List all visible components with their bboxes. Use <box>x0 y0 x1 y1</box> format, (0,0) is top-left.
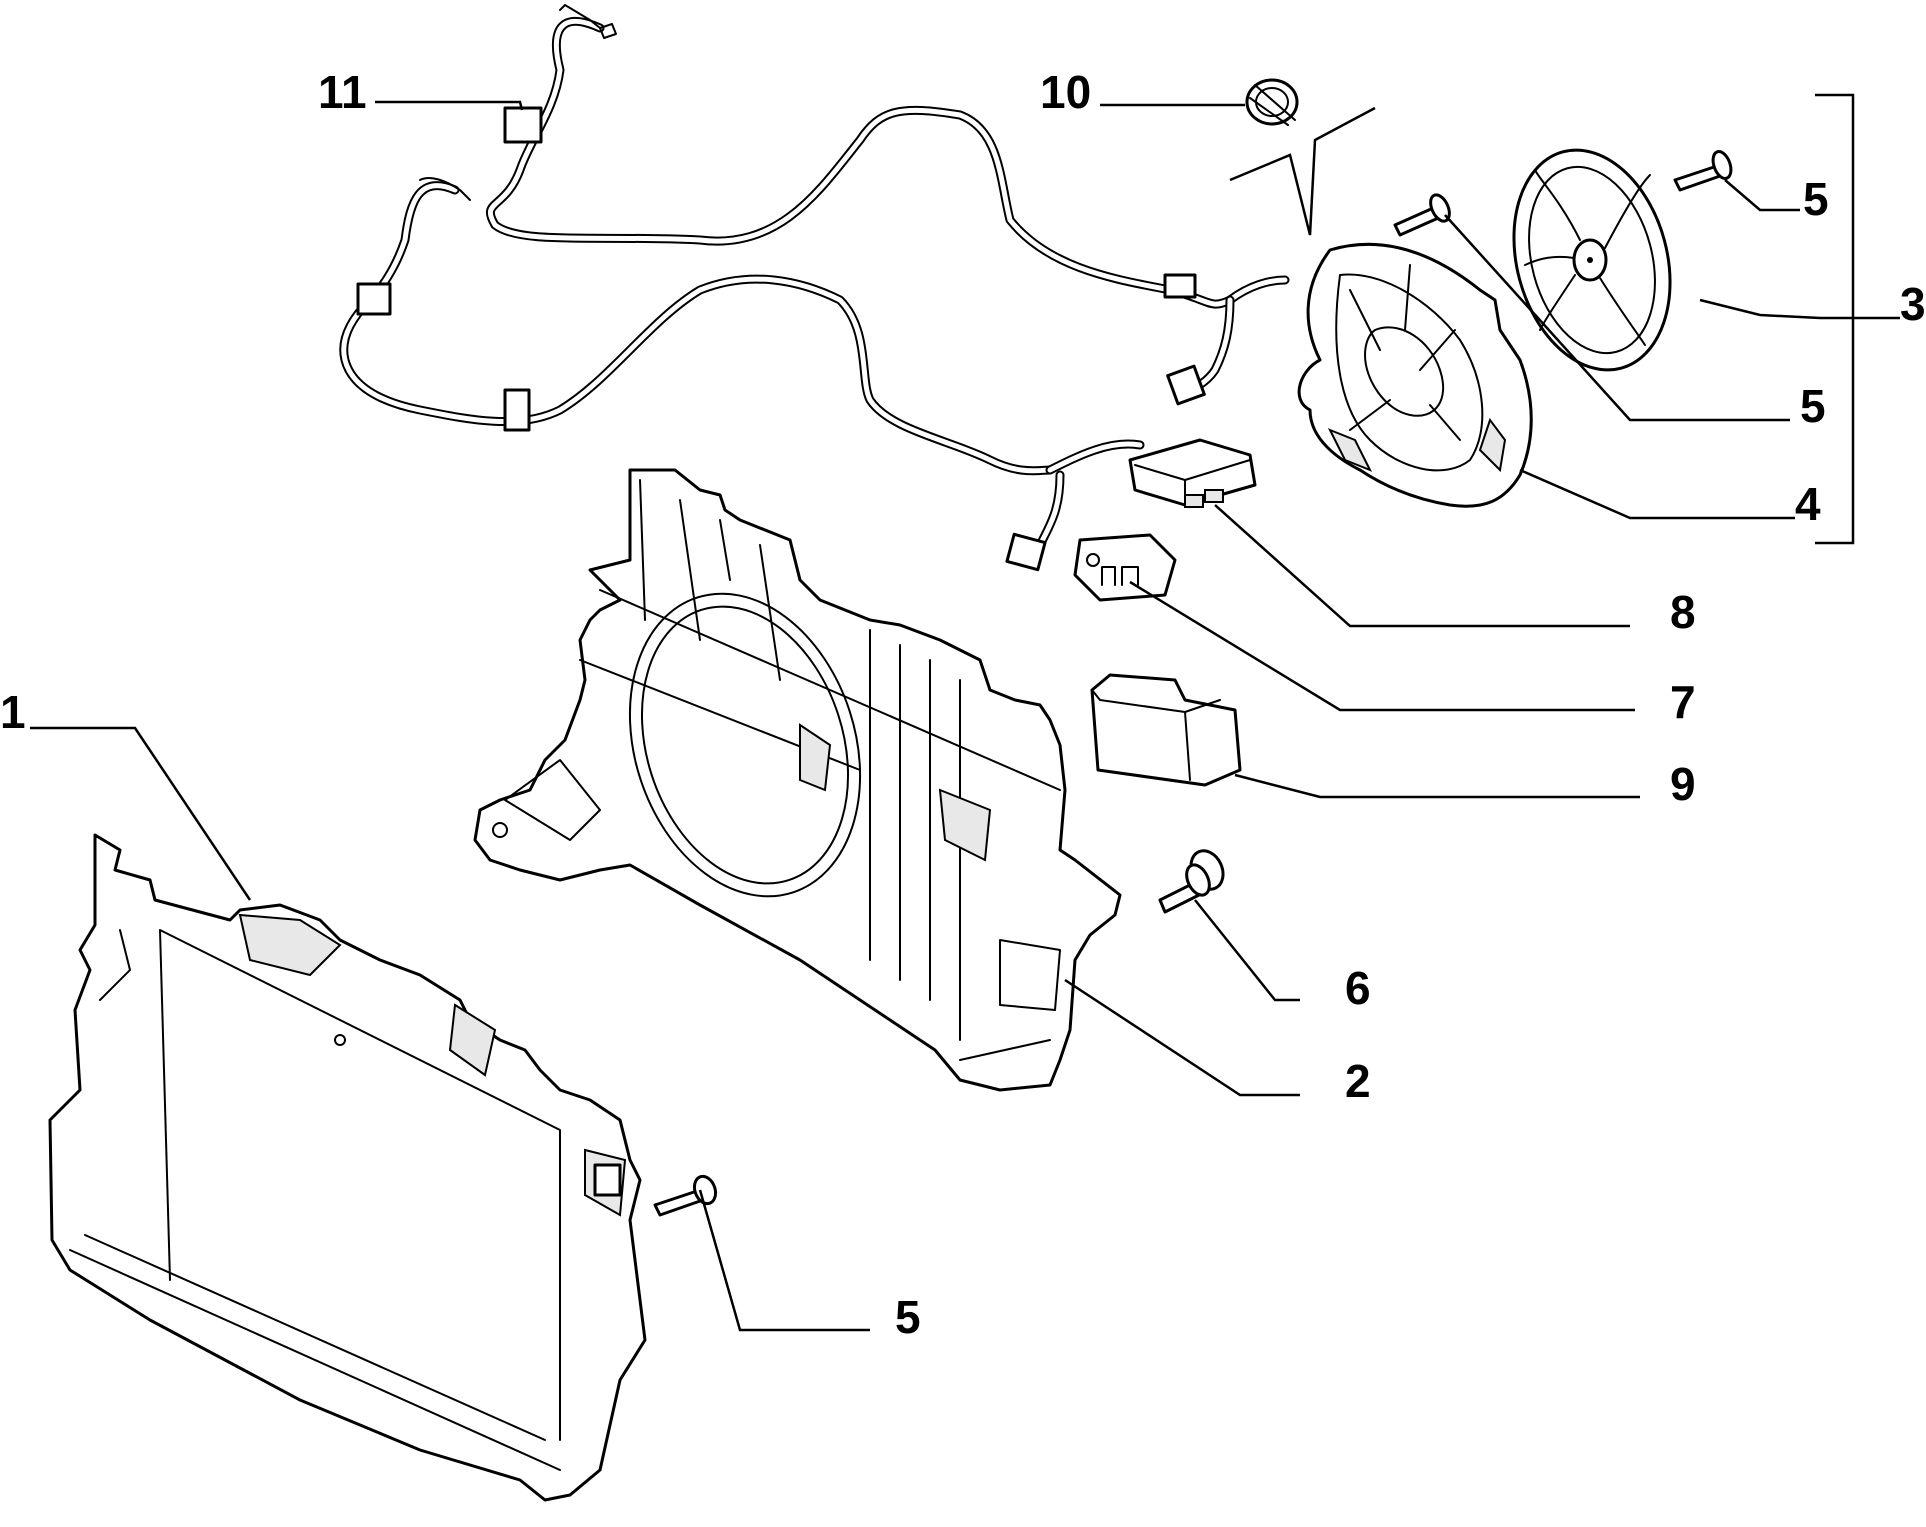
callout-1: 1 <box>0 686 26 738</box>
foam-pad <box>1090 673 1242 787</box>
wiring-harness <box>339 4 1290 572</box>
radiator-frame <box>48 833 647 1502</box>
fan-blade-bolt <box>1673 150 1733 192</box>
callout-4: 4 <box>1795 478 1821 530</box>
mounting-screw <box>1158 849 1225 914</box>
fan-motor-shroud <box>1297 242 1533 508</box>
fan-resistor <box>1073 533 1177 602</box>
leader-lines <box>30 93 1900 1332</box>
callout-8: 8 <box>1670 586 1696 638</box>
callout-11: 11 <box>318 66 367 118</box>
callout-2: 2 <box>1345 1055 1371 1107</box>
grommet <box>1245 78 1299 126</box>
fan-impeller <box>1512 148 1672 372</box>
callout-10: 10 <box>1040 66 1091 118</box>
callout-9: 9 <box>1670 758 1696 810</box>
fan-motor-bolt <box>1393 193 1451 237</box>
callout-3: 3 <box>1900 278 1926 330</box>
callout-5-frame-bottom: 5 <box>895 1291 921 1343</box>
fan-control-module <box>1128 438 1257 508</box>
callout-5-fan-top: 5 <box>1803 173 1829 225</box>
callout-6: 6 <box>1345 962 1371 1014</box>
callout-7: 7 <box>1670 676 1696 728</box>
frame-bolt <box>653 1174 718 1217</box>
callout-labels: 11 10 5 3 5 4 8 7 9 6 2 1 5 <box>0 66 1926 1343</box>
fan-support-frame <box>473 468 1122 1092</box>
callout-5-fan-motor: 5 <box>1800 380 1826 432</box>
